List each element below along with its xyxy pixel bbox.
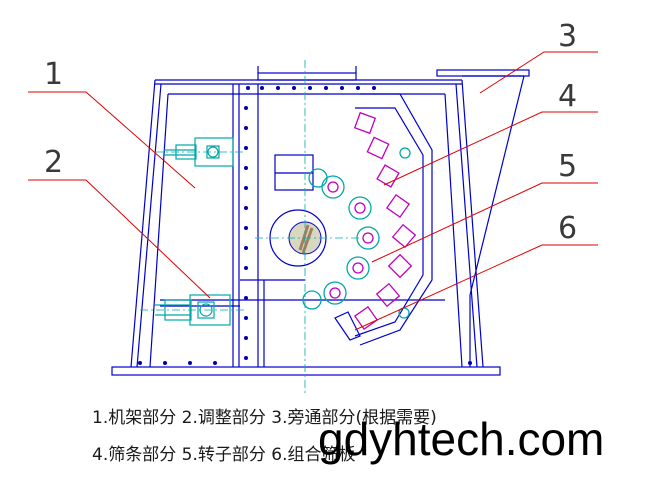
callout-2: 2 <box>44 145 63 180</box>
centerlines <box>140 60 360 395</box>
legend-line-2: 4.筛条部分 5.转子部分 6.组合筛板 <box>92 445 355 465</box>
watermark: gdyhtech.com <box>318 413 604 465</box>
callout-6: 6 <box>558 211 577 246</box>
callout-1: 1 <box>44 57 63 92</box>
legend-line-1: 1.机架部分 2.调整部分 3.旁通部分(根据需要) <box>92 408 437 428</box>
callout-3: 3 <box>558 19 577 54</box>
callout-4: 4 <box>558 79 577 114</box>
base-bolt-row <box>138 361 472 365</box>
combined-screen-plate <box>334 311 361 341</box>
leader-lines <box>28 51 598 331</box>
screen-bars <box>353 111 417 331</box>
top-bolt-row <box>246 86 376 90</box>
side-bolt-column <box>244 106 248 360</box>
callout-5: 5 <box>558 149 577 184</box>
machine-frame <box>111 66 530 376</box>
